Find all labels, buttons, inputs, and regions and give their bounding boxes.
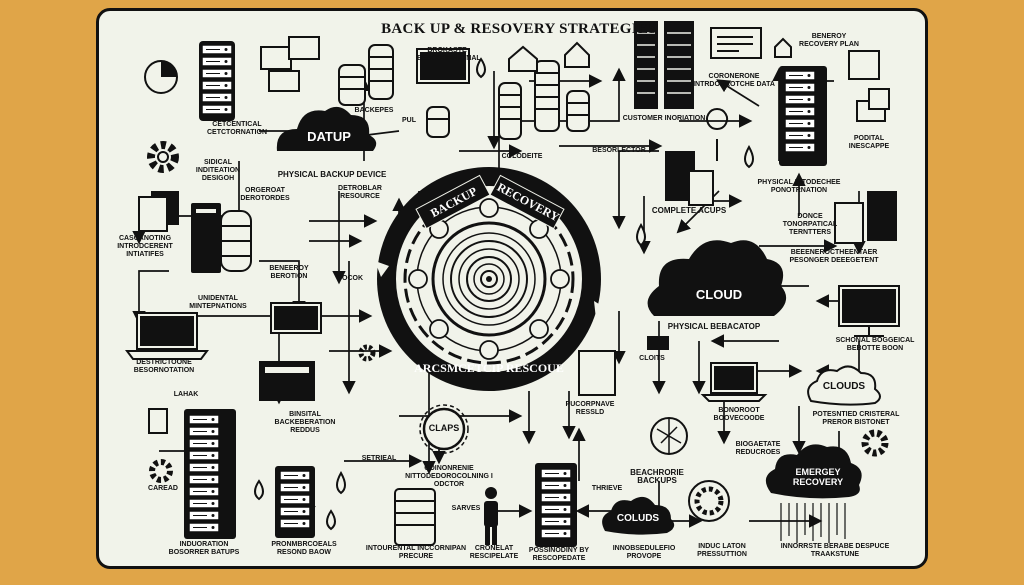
- drop-icons: [254, 57, 754, 531]
- label-induc-laton: INDUC LATON PRESSUTTION: [697, 543, 747, 558]
- label-destrictoone: DESTRICTOONE BESORNOTATION: [133, 359, 195, 374]
- gear-icons: [147, 141, 889, 522]
- label-physical-backup-device: PHYSICAL BACKUP DEVICE: [277, 170, 387, 179]
- cloud-datup-shape: [276, 106, 377, 151]
- cloud-label-emergency: EMERGEY RECOVERY: [792, 467, 844, 487]
- label-cetcentical: CETCENTICAL CETCTORNATION: [206, 121, 268, 136]
- label-bocok: BOCOK: [336, 275, 364, 282]
- label-beneeroy: BENEEROY BEROTION: [269, 265, 309, 280]
- claps-badge-label: CLAPS: [428, 423, 460, 433]
- label-customer-info: CUSTOMER INORIATION: [622, 115, 706, 122]
- label-donce: DONCE TONORPATICAL TERNTTERS: [782, 213, 838, 236]
- cloud-emergency-shape: [765, 444, 862, 543]
- ring-label-bottom: ARCSMCETCIP RESCOUE: [414, 361, 564, 375]
- house-icons: [260, 36, 890, 122]
- label-besorlector: BESORLECTOR: [592, 147, 646, 154]
- label-cloits: CLOITS: [639, 355, 665, 362]
- label-beneroy-plan: BENEROY RECOVERY PLAN: [799, 33, 859, 48]
- label-lahak: LAHAK: [173, 391, 199, 398]
- monitors: [125, 27, 900, 402]
- label-biogaetate: BIOGAETATE REDUCROES: [735, 441, 781, 456]
- label-sidical: SIDICAL INDITEATION DESIGOH: [195, 159, 241, 182]
- server-rack-bottom-left: [184, 409, 236, 539]
- label-coinonrenie: COINONRENIE NITTODEDOROCOLNING I ODCTOR: [405, 465, 493, 488]
- label-schonal: SCHONAL BOGGEICAL BEBOTTE BOON: [835, 337, 915, 352]
- label-thrieve: THRIEVE: [591, 485, 623, 492]
- diagram-drawing: [125, 21, 900, 547]
- server-rack-top-left: [199, 41, 235, 121]
- label-coronerone: CORONERONE INTRDORROTCHE DATA: [693, 73, 775, 88]
- label-backepes: BACKEPES: [354, 107, 394, 114]
- diagram-panel: BACK UP & RESOVERY STRATEGIES BACKUP REC…: [96, 8, 928, 569]
- label-pronmbrcoeals: PRONMBRCOEALS RESOND BAOW: [271, 541, 337, 556]
- cloud-label-cloud: CLOUD: [695, 287, 743, 302]
- label-brokaste: BROKASTE BESCOORNATNAL: [417, 47, 481, 62]
- label-induoration: INDUORATION BOSORRER BATUPS: [168, 541, 240, 556]
- cloud-clouds-right-shape: [807, 365, 881, 406]
- diagram-title: BACK UP & RESOVERY STRATEGIES: [381, 21, 657, 37]
- label-physical-introdechee: PHYSICAL INTODECHEE PONOTRNATION: [757, 179, 841, 194]
- file-cabinets: [634, 21, 694, 109]
- server-rack-bottom-mid: [275, 466, 315, 538]
- central-ring: [375, 167, 607, 391]
- label-potesntied: POTESNTIED CRISTERAL PREROR BISTONET: [812, 411, 900, 426]
- label-sarves: SARVES: [451, 505, 481, 512]
- label-bonoroot: BONOROOT BOOVECOODE: [713, 407, 765, 422]
- label-cronelat: CRONELAT RESCIPELATE: [469, 545, 519, 560]
- label-pul: PUL: [402, 117, 416, 124]
- cloud-main-shape: [647, 240, 787, 316]
- cloud-label-colds: COLUDS: [616, 513, 660, 524]
- label-possinodiny: POSSINODINY BY RESCOPEDATE: [528, 547, 590, 562]
- label-unidental: UNIDENTAL MINTEPNATIONS: [189, 295, 247, 310]
- person-icon: [484, 487, 498, 545]
- server-tower-left: [191, 203, 252, 273]
- claps-badge-shape: [419, 404, 469, 454]
- label-binsital: BINSITAL BACKEBERATION REDDUS: [274, 411, 336, 434]
- cloud-label-datup: DATUP: [307, 129, 351, 144]
- label-beeneroct: BEEENEROCTHEENTAER PESONGER DEEEGETENT: [789, 249, 879, 264]
- server-rack-right: [779, 66, 827, 166]
- server-rack-bottom-center: [535, 463, 577, 547]
- disk-stacks: [338, 44, 590, 546]
- label-innobsedulefio: INNOBSEDULEFIO PROVOPE: [612, 545, 676, 560]
- label-beachrorie: BEACHRORIE BACKUPS: [630, 468, 684, 485]
- label-detroblar: DETROBLAR RESOURCE: [338, 185, 382, 200]
- label-colodeite: COLODEITE: [501, 153, 543, 160]
- label-physical-bebacatop: PHYSICAL BEBACATOP: [667, 322, 761, 331]
- label-setrieal: SETRIEAL: [361, 455, 397, 462]
- pie-chart-icon: [144, 60, 178, 94]
- label-complete-acups: COMPLETE ACUPS: [651, 206, 727, 215]
- cloud-label-clouds-right: CLOUDS: [822, 381, 866, 392]
- label-caread: CAREAD: [148, 485, 178, 492]
- cloud-colds-shape: [602, 496, 675, 535]
- label-innorrste: INNORRSTE BERABE DESPUCE TRAAKSTUNE: [780, 543, 890, 558]
- label-podital: PODITAL INESCAPPE: [848, 135, 890, 150]
- label-cascanoting: CASCANOTING INTRODCERENT INTIATIFES: [117, 235, 173, 258]
- device-icons: [138, 108, 897, 434]
- label-pucorpnave: PUCORPNAVE RESSLD: [565, 401, 615, 416]
- label-intourental: INTOURENTAL INCCORNIPAN PRECURE: [365, 545, 467, 560]
- label-orgeroat: ORGEROAT DEROTORDES: [240, 187, 290, 202]
